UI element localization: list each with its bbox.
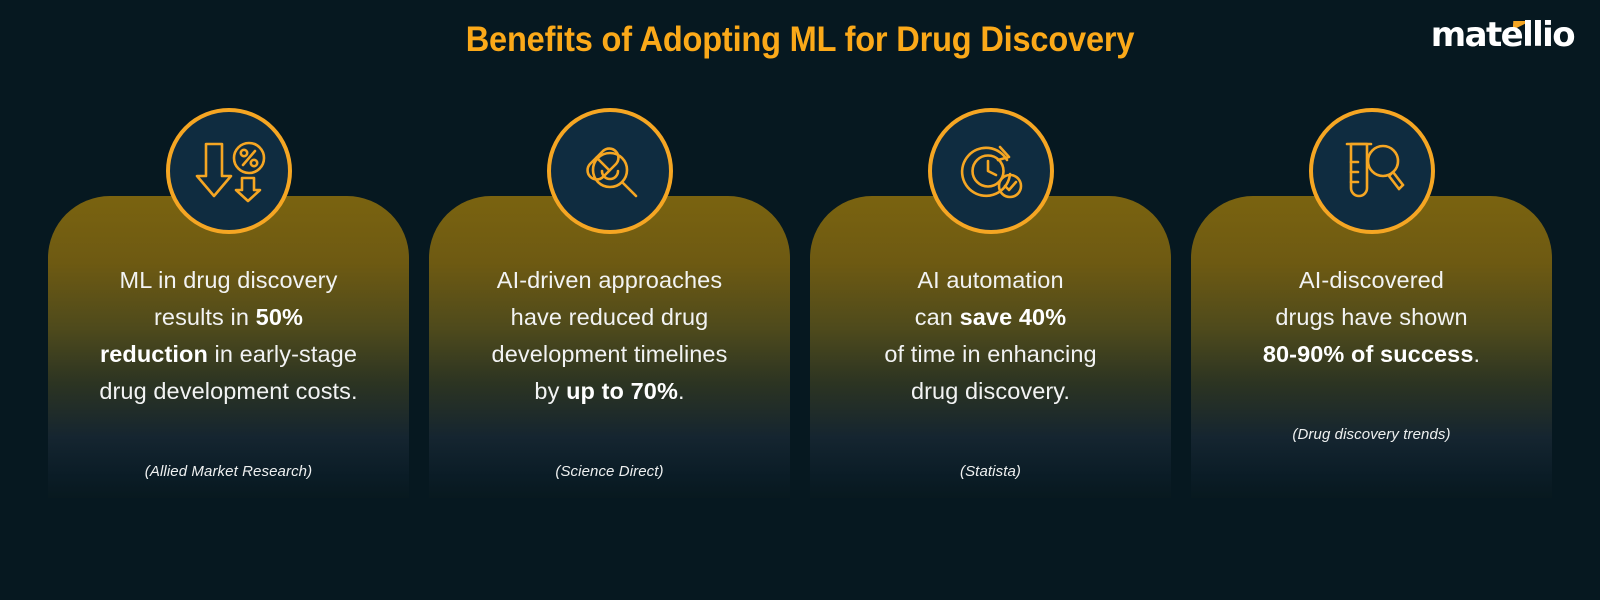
highlight-stat: up to 70% <box>566 378 678 404</box>
benefit-card-source: (Science Direct) <box>555 463 664 480</box>
benefit-card-source: (Statista) <box>959 463 1021 480</box>
body-text: of time in enhancing <box>884 341 1097 367</box>
benefit-card-line: development timelines <box>443 336 776 373</box>
header: Benefits of Adopting ML for Drug Discove… <box>0 0 1600 86</box>
test-tube-magnifier-icon <box>1308 108 1435 234</box>
benefit-card-source: (Allied Market Research) <box>144 463 313 480</box>
benefit-card-line: ML in drug discovery <box>62 262 395 299</box>
body-text: AI-discovered <box>1299 267 1444 293</box>
body-text: ML in drug discovery <box>119 267 338 293</box>
benefit-card-line: can save 40% <box>824 299 1157 336</box>
benefit-card-line: AI-driven approaches <box>443 262 776 299</box>
benefit-card-line: AI-discovered <box>1205 262 1538 299</box>
brand-logo: matellio <box>1430 15 1576 55</box>
body-text: development timelines <box>491 341 728 367</box>
benefit-card-line: drugs have shown <box>1205 299 1538 336</box>
body-text: drug discovery. <box>910 378 1071 404</box>
benefit-card-text: AI-discovered drugs have shown 80-90% of s… <box>1191 262 1552 373</box>
body-text: AI automation <box>917 267 1064 293</box>
body-text: AI-driven approaches <box>496 267 723 293</box>
highlight-stat: 50% <box>255 304 303 330</box>
body-text: drugs have shown <box>1275 304 1468 330</box>
body-text: . <box>1473 341 1481 367</box>
benefit-card-line: AI automation <box>824 262 1157 299</box>
highlight-stat: 80-90% of success <box>1262 341 1474 367</box>
pills-magnifier-icon <box>546 108 673 234</box>
benefit-card-line: by up to 70%. <box>443 373 776 410</box>
benefit-card: AI-driven approaches have reduced drug dev… <box>429 108 790 498</box>
clock-check-icon <box>927 108 1054 234</box>
benefit-card-line: reduction in early-stage <box>62 336 395 373</box>
body-text: drug development costs. <box>99 378 358 404</box>
body-text: . <box>677 378 685 404</box>
benefit-card-line: have reduced drug <box>443 299 776 336</box>
benefit-card-line: drug development costs. <box>62 373 395 410</box>
benefit-card: AI-discovered drugs have shown 80-90% of s… <box>1191 108 1552 498</box>
benefit-card-source: (Drug discovery trends) <box>1292 426 1451 443</box>
benefit-card-line: 80-90% of success. <box>1205 336 1538 373</box>
arrows-down-percent-icon <box>165 108 292 234</box>
benefit-card-line: of time in enhancing <box>824 336 1157 373</box>
body-text: in early-stage <box>207 341 358 367</box>
body-text: results in <box>153 304 256 330</box>
body-text: can <box>914 304 960 330</box>
benefit-card-line: results in 50% <box>62 299 395 336</box>
page-title: Benefits of Adopting ML for Drug Discove… <box>465 20 1135 59</box>
body-text: have reduced drug <box>510 304 709 330</box>
highlight-stat: reduction <box>99 341 208 367</box>
benefit-card-text: AI automation can save 40% of time in enha… <box>810 262 1171 410</box>
body-text: by <box>534 378 567 404</box>
benefit-card-line: drug discovery. <box>824 373 1157 410</box>
benefit-card: AI automation can save 40% of time in enha… <box>810 108 1171 498</box>
benefit-card-text: AI-driven approaches have reduced drug dev… <box>429 262 790 410</box>
highlight-stat: save 40% <box>959 304 1067 330</box>
